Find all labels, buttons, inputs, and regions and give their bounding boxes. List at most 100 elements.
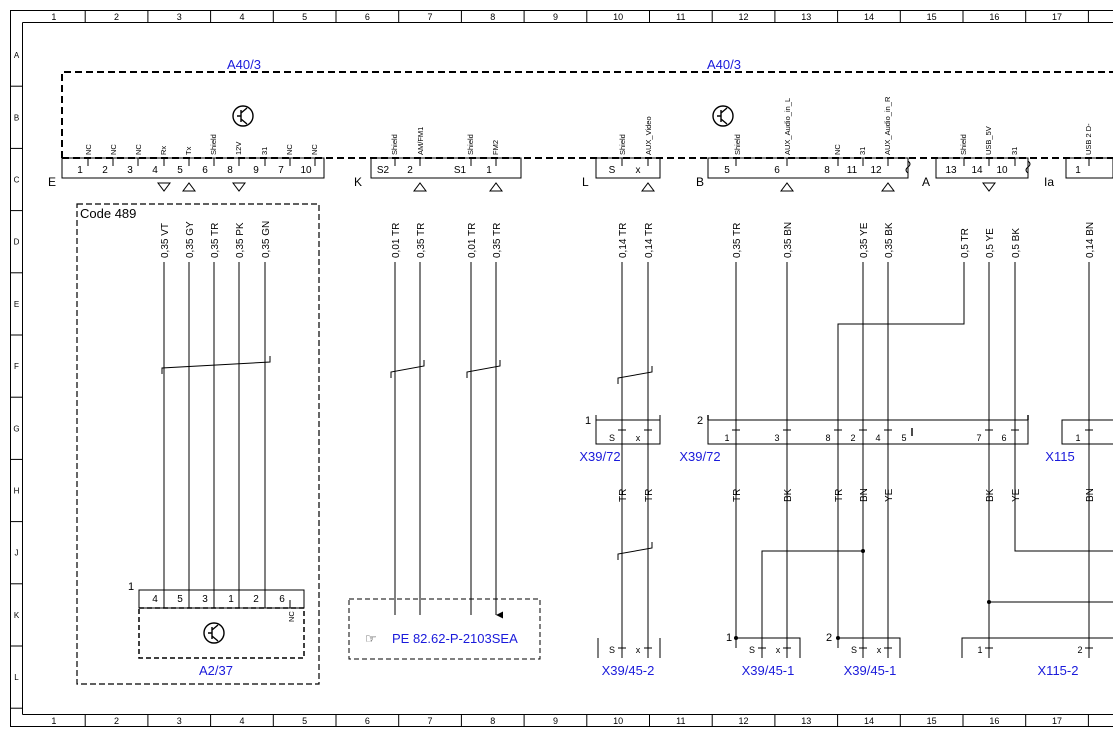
row-label: A xyxy=(14,51,20,60)
column-label: 3 xyxy=(177,12,182,22)
pin-number: 3 xyxy=(202,594,208,605)
wires-l xyxy=(617,262,653,648)
pin-signal: AM/FM1 xyxy=(416,127,425,155)
column-label: 16 xyxy=(989,12,999,22)
wire-label: 0,35 BK xyxy=(884,222,895,258)
pin-number: 2 xyxy=(407,165,413,176)
reference-box: ☞ PE 82.62-P-2103SEA xyxy=(348,598,541,660)
wire-color-labels: TR TR TR BK TR BN YE BK YE BN xyxy=(618,488,1096,502)
module-label-left: A40/3 xyxy=(227,57,261,72)
pin-number: S xyxy=(609,433,615,443)
pin-number: S xyxy=(749,645,755,655)
column-label: 17 xyxy=(1052,12,1062,22)
code-label: Code 489 xyxy=(80,206,136,221)
pin-number: 2 xyxy=(850,433,855,443)
pin-number: S1 xyxy=(454,165,467,176)
pin-number: 6 xyxy=(1001,433,1006,443)
plug-x39-72-a: 1 S x X39/72 xyxy=(579,415,661,464)
pin-number: 10 xyxy=(300,165,312,176)
pin-number: x xyxy=(636,433,641,443)
row-label: J xyxy=(15,549,19,558)
column-label: 17 xyxy=(1052,716,1062,726)
pin-stubs-bottom xyxy=(618,647,1093,658)
wire-label: 0,35 PK xyxy=(235,222,246,258)
connector-x39-45-1a: 1 S x X39/45-1 xyxy=(726,632,801,678)
row-label: K xyxy=(14,611,20,620)
pin-number: 11 xyxy=(847,165,858,176)
wire-color: YE xyxy=(884,488,895,502)
pin-number: 8 xyxy=(825,433,830,443)
column-label: 9 xyxy=(553,12,558,22)
pin-number: 5 xyxy=(177,594,183,605)
electronic-module-icon xyxy=(203,622,225,644)
pin-number: 4 xyxy=(875,433,880,443)
pin-number: 14 xyxy=(971,165,983,176)
module-label-right: A40/3 xyxy=(707,57,741,72)
pin-number: 7 xyxy=(278,165,284,176)
pin-number: 2 xyxy=(1077,645,1082,655)
row-label: D xyxy=(14,238,20,247)
plug-label: X39/72 xyxy=(579,449,620,464)
reference-text: PE 82.62-P-2103SEA xyxy=(392,631,518,646)
column-label: 15 xyxy=(927,716,937,726)
pin-number: 13 xyxy=(945,165,957,176)
pin-stubs-top xyxy=(87,158,1090,166)
column-label: 1 xyxy=(51,716,56,726)
column-label: 2 xyxy=(114,716,119,726)
row-label: H xyxy=(14,487,20,496)
pin-signal: Rx xyxy=(159,146,168,155)
pin-signal: USB_5V xyxy=(984,126,993,155)
column-label: 15 xyxy=(927,12,937,22)
column-label: 13 xyxy=(801,12,811,22)
pin-number: 9 xyxy=(253,165,259,176)
column-label: 12 xyxy=(739,12,749,22)
pin-number: x xyxy=(636,645,641,655)
pin-signal: FM2 xyxy=(491,140,500,155)
column-label: 3 xyxy=(177,716,182,726)
a2-37-label: A2/37 xyxy=(199,663,233,678)
pin-number: 1 xyxy=(1075,165,1081,176)
pin-number: 5 xyxy=(177,165,183,176)
column-label: 5 xyxy=(302,12,307,22)
column-label: 5 xyxy=(302,716,307,726)
wire-color: TR xyxy=(644,489,655,502)
connector-x115-2: 1 2 X115-2 xyxy=(961,637,1113,678)
column-label: 10 xyxy=(613,716,623,726)
column-ticks xyxy=(84,10,1089,727)
nc-label: NC xyxy=(287,611,296,622)
pin-number: 4 xyxy=(152,165,158,176)
wire-labels-e: 0,35 VT 0,35 GY 0,35 TR 0,35 PK 0,35 GN xyxy=(160,221,272,258)
signal-direction-arrows xyxy=(157,182,996,192)
component-a2-37: 1 4 5 3 1 2 6 NC A2/37 xyxy=(128,581,305,678)
pin-signal: NC xyxy=(310,144,319,155)
wire-labels-a: 0,5 TR 0,5 YE 0,5 BK 0,14 BN xyxy=(960,222,1096,258)
connector-letter-k: K xyxy=(354,175,362,189)
connector-number: 2 xyxy=(826,632,832,644)
row-label: F xyxy=(14,362,19,371)
connector-letter-ia: Ia xyxy=(1044,175,1054,189)
connector-letter-b: B xyxy=(696,175,704,189)
pin-signal: AUX_Audio_in_L xyxy=(783,98,792,155)
column-label: 10 xyxy=(613,12,623,22)
connector-label: X115-2 xyxy=(1038,663,1079,678)
pin-number: S xyxy=(609,645,615,655)
wire-color: BN xyxy=(859,488,870,502)
pin-number: 8 xyxy=(824,165,830,176)
wire-color: YE xyxy=(1011,488,1022,502)
wire-label: 0,35 YE xyxy=(859,222,870,258)
column-label: 13 xyxy=(801,716,811,726)
wire-color: BN xyxy=(1085,488,1096,502)
pin-signal: Shield xyxy=(959,134,968,155)
connector-letter-l: L xyxy=(582,175,589,189)
plug-number: 1 xyxy=(585,415,591,427)
pin-signal: Shield xyxy=(209,134,218,155)
pin-signal: NC xyxy=(109,144,118,155)
wires-k xyxy=(390,262,500,615)
wire-label: 0,35 GN xyxy=(261,221,272,258)
pin-number: 6 xyxy=(202,165,208,176)
pin-signal: Shield xyxy=(466,134,475,155)
connector-label: X39/45-1 xyxy=(844,663,897,678)
